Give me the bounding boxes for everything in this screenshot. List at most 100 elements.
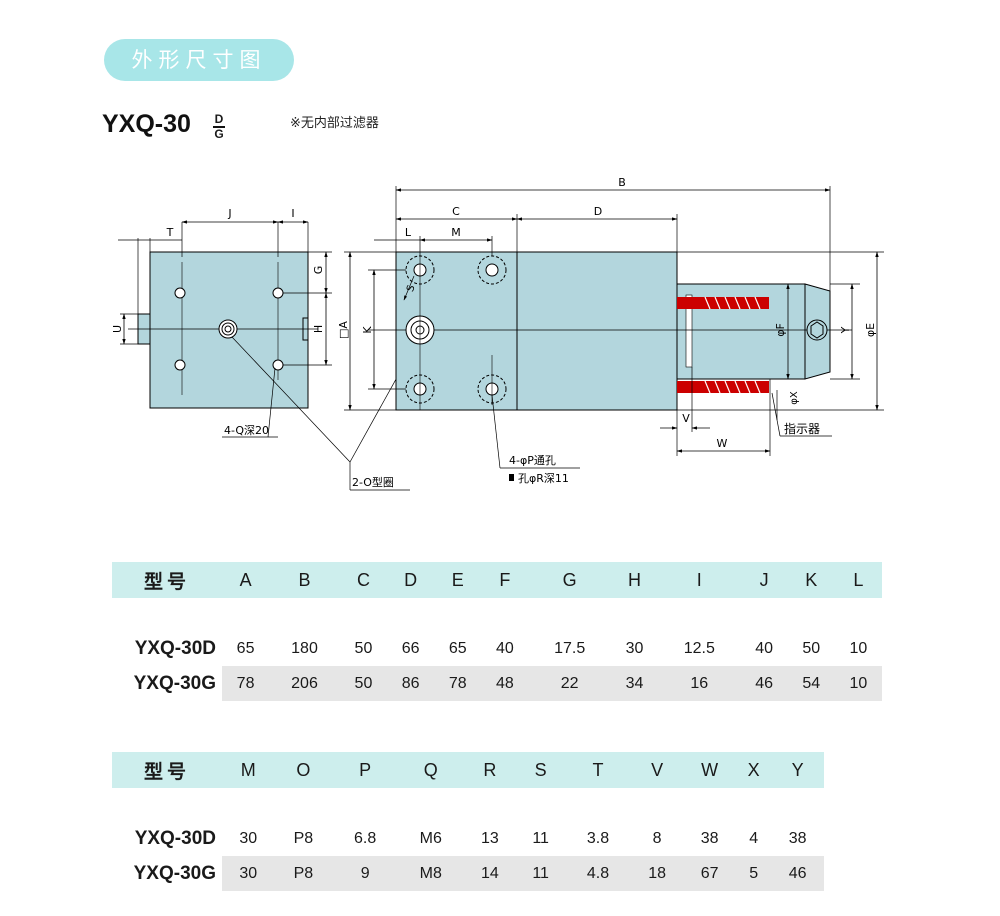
section-title-pill: 外形尺寸图 [104,39,294,81]
header-cell: B [298,569,311,590]
dim-I: I [291,207,294,220]
dim-S: S [405,284,418,294]
front-cylinder [516,251,678,411]
table-cell: 18 [630,856,684,891]
table-cell: 78 [434,666,482,701]
hex-socket [806,319,828,341]
table-cell: 9 [332,856,398,891]
table-cell: 30 [625,639,644,657]
callout-o-ring: 2-O型圈 [352,475,394,489]
header-cell: R [483,759,497,780]
header-cell: Y [791,759,804,780]
table-cell: 46 [740,666,788,701]
dim-V: V [682,412,690,425]
table-cell: P8 [293,829,314,847]
table-cell: 54 [787,666,835,701]
dim-E: φE [864,323,877,337]
table-cell: 17.5 [554,639,586,657]
table-cell: 38 [700,829,719,847]
header-cell: L [853,569,864,590]
side-view: J I T G H U 4-Q深20 [111,207,332,438]
dim-G: G [312,266,325,275]
table-cell: 67 [683,856,736,891]
table-cell: 50 [354,639,373,657]
table-cell: 11 [516,856,566,891]
callout-indicator: 指示器 [784,421,820,436]
row-model: YXQ-30G [133,672,216,694]
dimension-drawing: J I T G H U 4-Q深20 2-O型圈 [111,176,884,491]
table-cell: 206 [269,666,340,701]
table-cell: 78 [222,666,270,701]
table-cell: 86 [387,666,435,701]
header-cell-model: 型号 [143,570,190,593]
dim-U: U [111,325,124,333]
callout-through-hole: 4-φP通孔 [509,454,556,467]
header-cell-model: 型号 [143,760,190,783]
header-cell: J [759,569,769,590]
table-header-row: 型号 M O P Q R S T V W X Y [112,752,824,788]
header-cell: W [701,759,719,780]
header-cell: T [592,759,604,780]
table-cell: 66 [401,639,420,657]
callout-counterbore: 孔φR深11 [518,472,569,485]
model-suffix-g: G [214,126,224,141]
front-view: B C D L M □A K S φF Y [337,176,884,485]
table-cell: 8 [652,829,662,847]
table-cell: 30 [239,829,258,847]
header-cell: E [451,569,464,590]
table-cell: 40 [755,639,774,657]
table-cell: 4.8 [565,856,631,891]
dim-M: M [451,226,461,239]
dim-H: H [312,325,325,333]
table-row: YXQ-30D 30 P8 6.8 M6 13 11 3.8 8 38 4 38 [112,821,824,856]
side-hole [174,287,186,299]
dim-X: φX [789,391,800,405]
through-hole [485,263,499,277]
model-title: YXQ-30 [102,110,191,138]
model-suffix-bar [213,126,225,128]
table-cell: 50 [339,666,388,701]
side-hole [174,359,186,371]
header-cell: K [805,569,818,590]
table-cell: P8 [274,856,333,891]
table-row: YXQ-30G 78 206 50 86 78 48 22 34 16 46 5… [112,666,882,701]
table-cell: 22 [528,666,611,701]
dim-T: T [166,226,174,239]
side-hole [272,287,284,299]
table-cell: 46 [771,856,824,891]
counterbore-symbol [509,474,514,481]
table-cell: 30 [222,856,275,891]
table-cell: M8 [397,856,464,891]
header-cell: F [499,569,511,590]
dim-W: W [717,437,728,450]
header-cell: H [627,569,641,590]
table-cell: 48 [481,666,529,701]
side-hole [272,359,284,371]
header-cell: C [356,569,370,590]
table-row [112,598,882,631]
table-row: YXQ-30D 65 180 50 66 65 40 17.5 30 12.5 … [112,631,882,666]
dim-L: L [405,226,412,239]
table-cell: 65 [236,639,255,657]
table-header-row: 型号 A B C D E F G H I J K L [112,562,882,598]
table-cell: 10 [834,666,882,701]
header-cell: V [651,759,664,780]
table-row: YXQ-30G 30 P8 9 M8 14 11 4.8 18 67 5 46 [112,856,824,891]
table-cell: 34 [610,666,659,701]
table-cell: 14 [463,856,517,891]
header-cell: O [296,759,311,780]
table-cell: 12.5 [683,639,715,657]
table-cell: 6.8 [354,829,377,847]
dim-Y: Y [839,326,852,334]
header-cell: M [240,759,256,780]
table-cell: M6 [419,829,442,847]
header-cell: S [534,759,547,780]
table-cell: 4 [749,829,759,847]
header-cell: G [562,569,577,590]
table-cell: 5 [735,856,772,891]
table-cell: 3.8 [586,829,610,847]
table-cell: 13 [480,829,499,847]
dim-D: D [594,205,602,218]
header-cell: A [239,569,252,590]
dim-K: K [361,326,374,334]
